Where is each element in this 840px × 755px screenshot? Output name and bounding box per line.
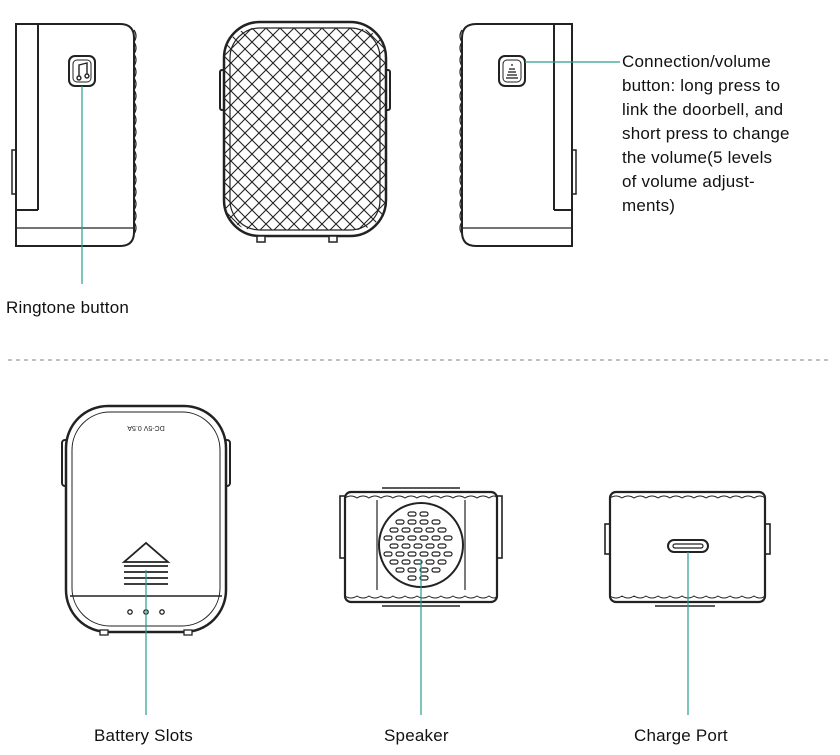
speaker-holes: [383, 511, 453, 581]
connection-label-line: link the doorbell, and: [622, 100, 784, 119]
usb-c-port-icon: [667, 539, 709, 553]
connection-label-line: short press to change: [622, 124, 790, 143]
connection-volume-label: Connection/volume button: long press to …: [622, 50, 790, 218]
device-bottom-view: [604, 490, 771, 607]
connection-volume-button: [498, 55, 526, 87]
device-top-view: [339, 487, 503, 607]
connection-icon: [506, 64, 518, 79]
music-note-icon: [76, 62, 90, 81]
connection-label-line: ments): [622, 196, 676, 215]
device-front-grill-view: [219, 20, 391, 243]
device-left-side-view: [11, 23, 137, 247]
battery-slots-label: Battery Slots: [94, 726, 193, 745]
connection-label-line: button: long press to: [622, 76, 781, 95]
ringtone-button-label: Ringtone button: [6, 298, 130, 317]
connection-label-line: of volume adjust-: [622, 172, 755, 191]
connection-label-line: Connection/volume: [622, 52, 771, 71]
back-rating-text: DC-5V 0.5A: [127, 424, 165, 431]
charge-port-label: Charge Port: [634, 726, 728, 745]
connection-label-line: the volume(5 levels: [622, 148, 773, 167]
device-right-side-view: [459, 23, 577, 247]
ringtone-button: [68, 55, 96, 87]
speaker-label: Speaker: [384, 726, 449, 745]
